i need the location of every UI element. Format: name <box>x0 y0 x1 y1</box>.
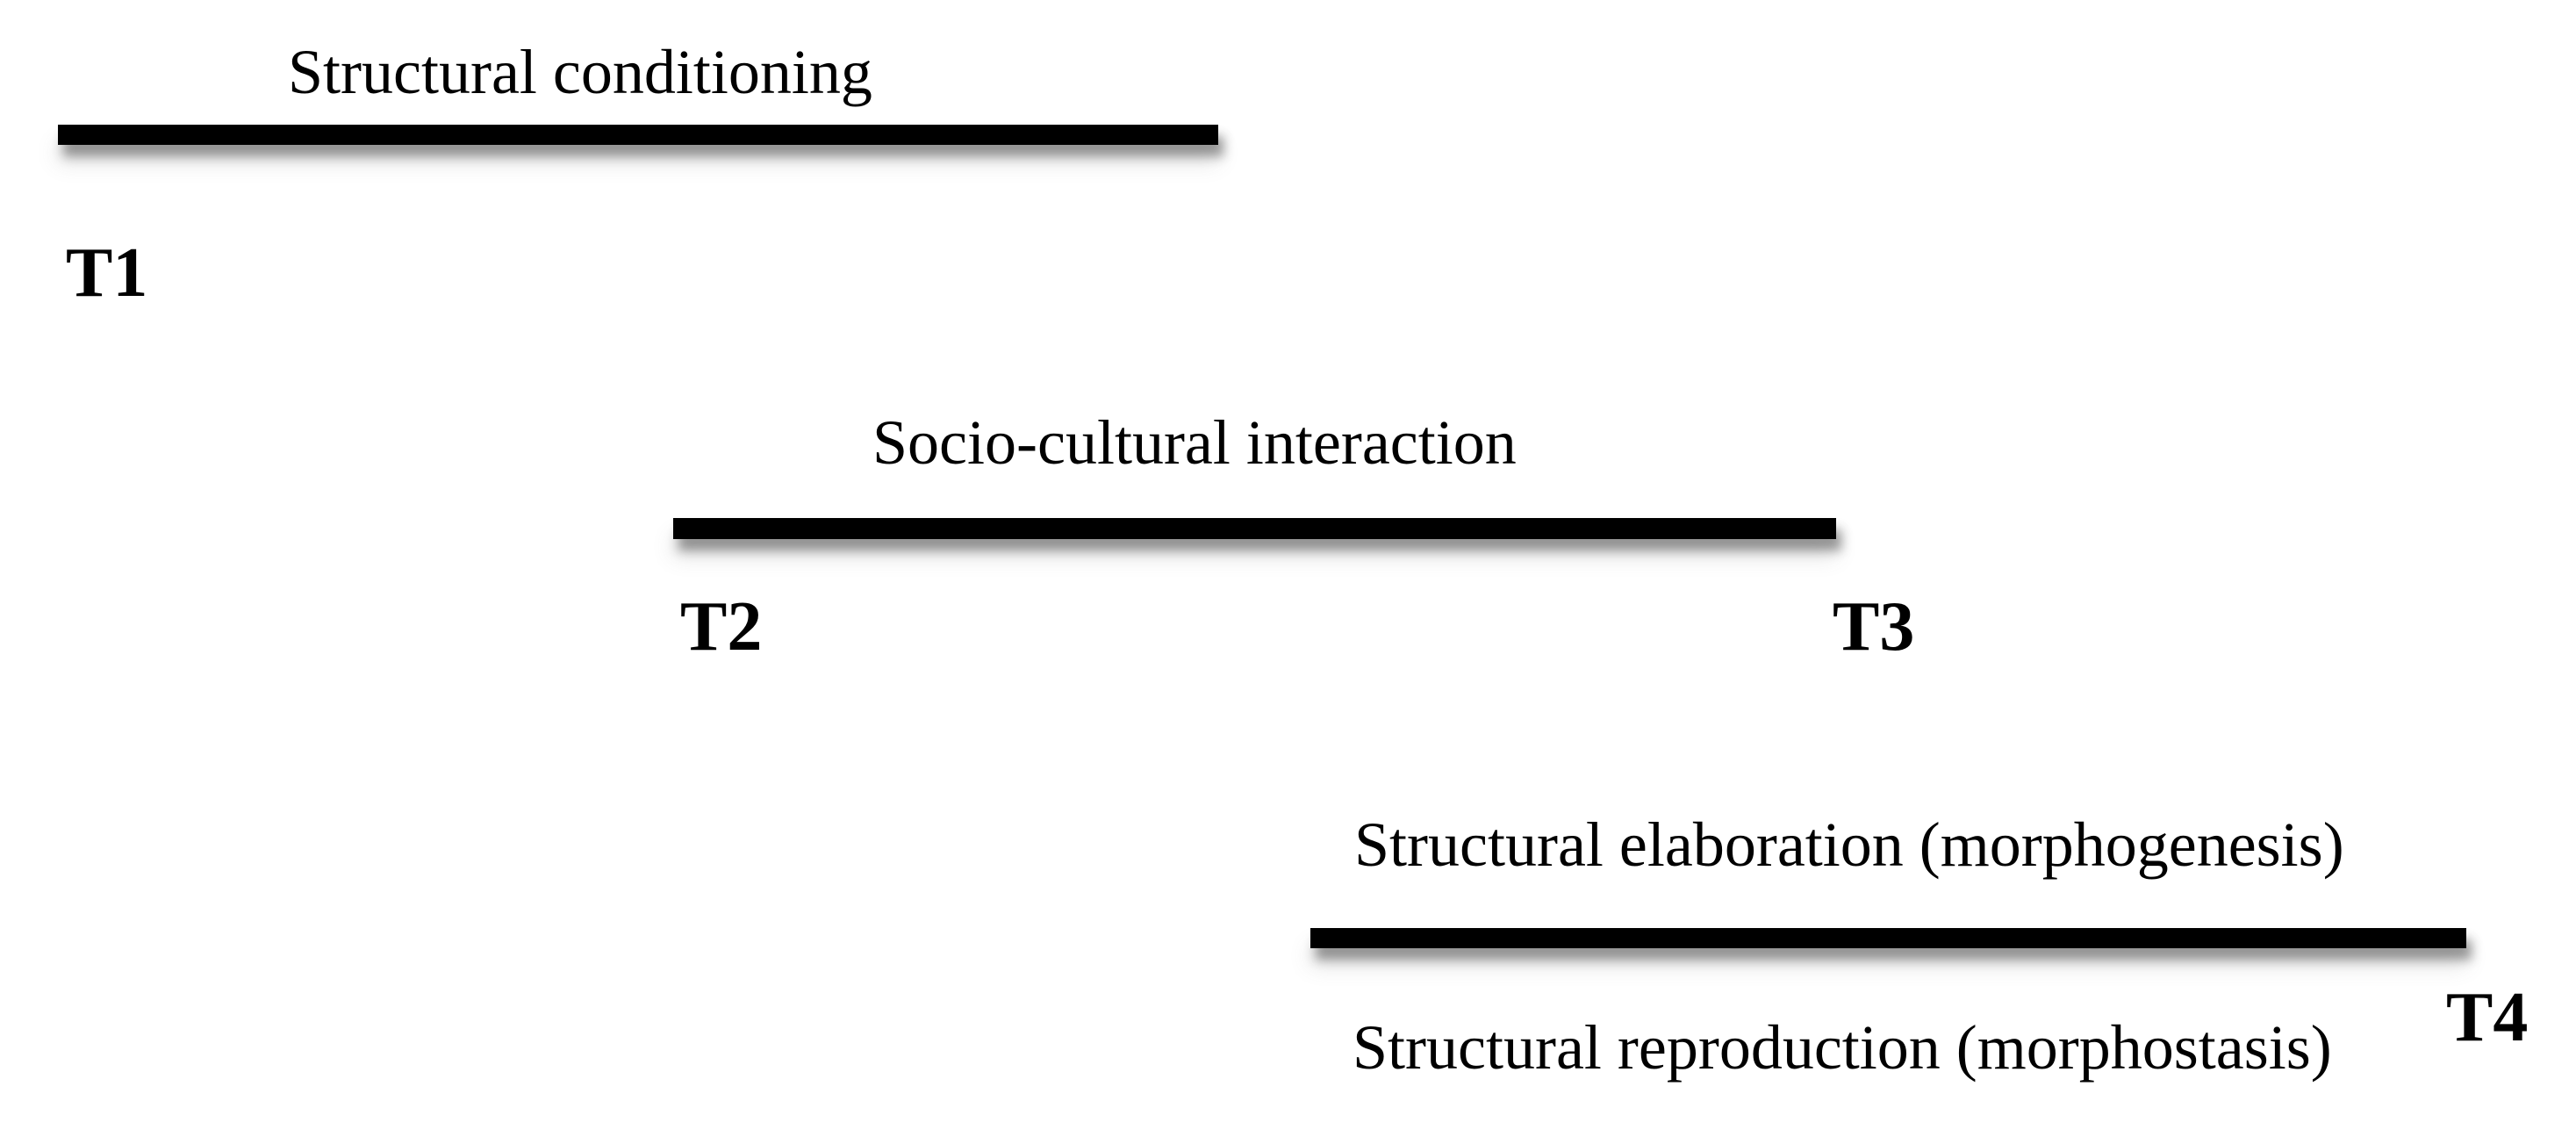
time-marker-t3: T3 <box>1833 588 1915 666</box>
time-marker-t1: T1 <box>66 234 148 312</box>
phase-label-structural-reproduction-morphostasis: Structural reproduction (morphostasis) <box>1353 1012 2332 1083</box>
phase-label-structural-conditioning: Structural conditioning <box>288 37 872 107</box>
phase-label-structural-elaboration-morphogenesis: Structural elaboration (morphogenesis) <box>1354 810 2344 880</box>
timeline-bar-socio-cultural-interaction <box>673 518 1836 539</box>
phase-label-socio-cultural-interaction: Socio-cultural interaction <box>872 407 1517 478</box>
time-marker-t4: T4 <box>2446 979 2529 1056</box>
timeline-bar-structural-elaboration <box>1310 928 2466 948</box>
timeline-bar-structural-conditioning <box>58 125 1218 145</box>
time-marker-t2: T2 <box>680 588 763 666</box>
